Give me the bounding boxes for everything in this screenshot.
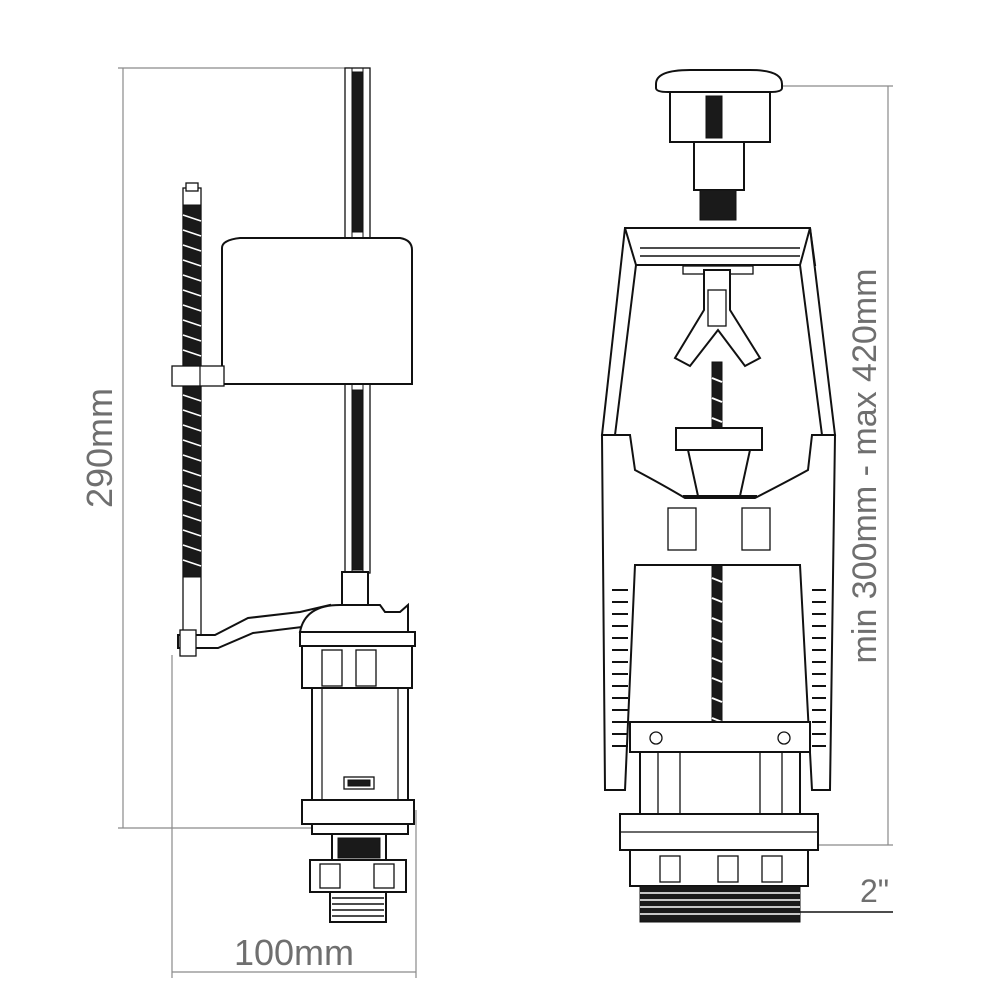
side-ribs <box>612 589 826 747</box>
fill-valve-drawing: 290mm 100mm <box>79 67 417 978</box>
width-dimension-left: 100mm <box>171 655 417 978</box>
height-dimension-left: 290mm <box>79 67 350 829</box>
rod-ribs <box>351 71 364 571</box>
height-label-left: 290mm <box>79 388 120 508</box>
thread-label: 2" <box>860 873 889 909</box>
flush-thread <box>639 885 801 923</box>
flush-valve-drawing: min 300mm - max 420mm 2" <box>600 69 893 923</box>
height-dimension-right: min 300mm - max 420mm <box>782 85 893 846</box>
width-label-left: 100mm <box>234 932 354 973</box>
valve-collar <box>299 631 416 647</box>
thread-dimension: 2" <box>800 873 893 913</box>
rod-thread <box>182 214 202 567</box>
float-box <box>221 237 413 385</box>
cage-left-leg <box>600 227 638 436</box>
push-button <box>655 69 783 93</box>
float-cup <box>675 427 763 451</box>
cage-right-leg <box>798 227 837 436</box>
cage-shell <box>600 434 837 791</box>
height-label-right: min 300mm - max 420mm <box>846 269 884 664</box>
